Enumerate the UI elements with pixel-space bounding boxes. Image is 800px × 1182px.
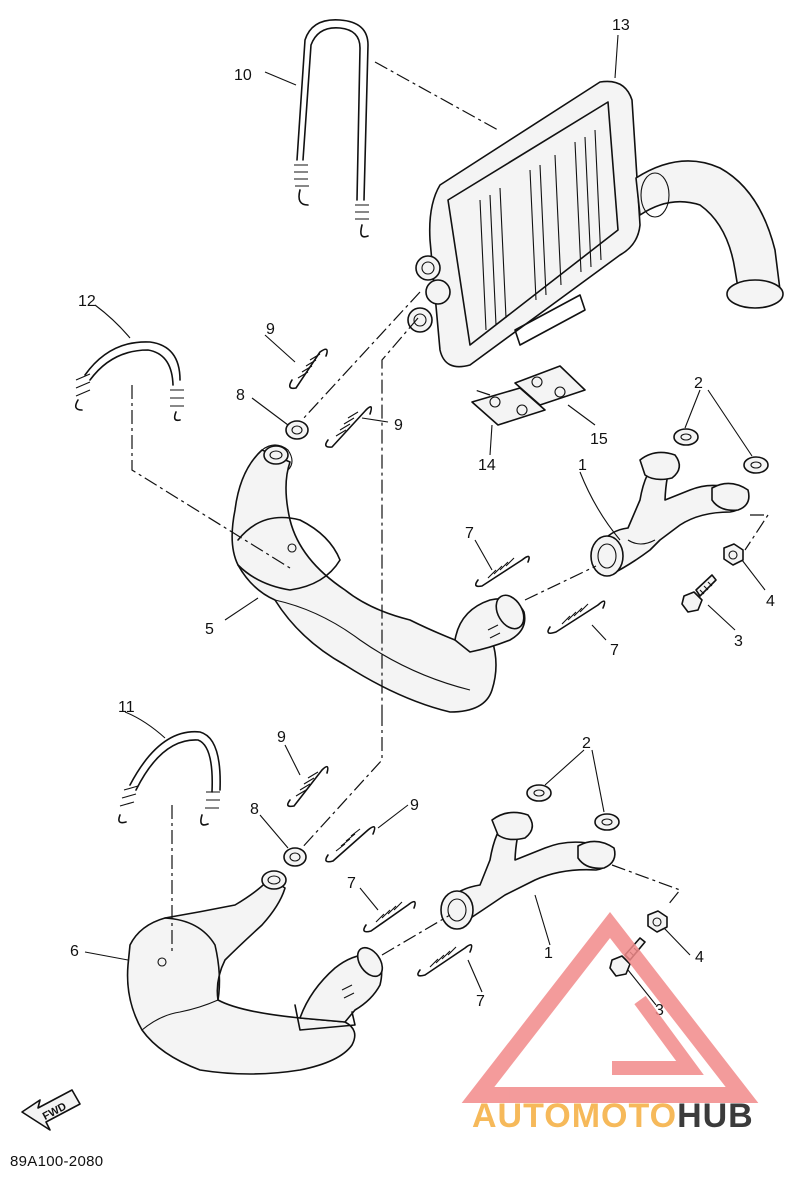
callout-5: 5 bbox=[205, 621, 214, 638]
nut-part-4-lower[interactable] bbox=[647, 910, 668, 933]
callout-9-d: 9 bbox=[410, 797, 419, 814]
callout-3-a: 3 bbox=[734, 633, 743, 650]
callout-14: 14 bbox=[478, 457, 496, 474]
watermark-brand-part1: AUTOMOTO bbox=[472, 1097, 678, 1135]
spring-part-9-upper-b[interactable] bbox=[324, 406, 373, 448]
hanger-spring-part-10[interactable] bbox=[294, 19, 369, 238]
gasket-part-2-lower[interactable] bbox=[526, 784, 620, 831]
bracket-part-14[interactable] bbox=[471, 387, 546, 426]
callout-9-a: 9 bbox=[266, 321, 275, 338]
gasket-part-2-upper[interactable] bbox=[673, 428, 769, 474]
drawing-code: 89A100-2080 bbox=[10, 1153, 104, 1170]
watermark-brand: AUTOMOTOHUB bbox=[472, 1097, 754, 1136]
callout-10: 10 bbox=[234, 67, 252, 84]
leader-lines bbox=[84, 34, 766, 1006]
spring-part-9-lower-a[interactable] bbox=[286, 765, 329, 808]
callout-7-b: 7 bbox=[610, 642, 619, 659]
callout-4-a: 4 bbox=[766, 593, 775, 610]
exhaust-header-part-1-lower[interactable] bbox=[440, 811, 616, 930]
callout-7-d: 7 bbox=[476, 993, 485, 1010]
callout-12: 12 bbox=[78, 293, 96, 310]
spring-part-7-upper-b[interactable] bbox=[547, 600, 606, 634]
exhaust-pipe-part-5[interactable] bbox=[231, 444, 529, 713]
assembly-lines bbox=[131, 61, 770, 956]
callout-4-b: 4 bbox=[695, 949, 704, 966]
callout-8-b: 8 bbox=[250, 801, 259, 818]
hanger-spring-part-12[interactable] bbox=[74, 341, 184, 422]
callout-9-b: 9 bbox=[394, 417, 403, 434]
callout-11: 11 bbox=[118, 699, 135, 716]
nut-part-4-upper[interactable] bbox=[723, 543, 744, 566]
bracket-part-15[interactable] bbox=[514, 365, 586, 406]
callout-15: 15 bbox=[590, 431, 608, 448]
spring-part-9-lower-b[interactable] bbox=[325, 826, 376, 863]
callout-13: 13 bbox=[612, 17, 630, 34]
spring-part-9-upper-a[interactable] bbox=[288, 348, 328, 390]
callout-numbers: 10 12 13 9 8 9 15 14 2 1 7 7 3 4 5 11 9 … bbox=[70, 17, 775, 1019]
callout-6: 6 bbox=[70, 943, 79, 960]
spring-part-7-upper-a[interactable] bbox=[474, 555, 530, 588]
bolt-part-3-upper[interactable] bbox=[681, 574, 717, 613]
muffler-part-13[interactable] bbox=[407, 80, 784, 368]
callout-2-a: 2 bbox=[694, 375, 703, 392]
watermark-brand-part2: HUB bbox=[677, 1097, 754, 1135]
exhaust-header-part-1-upper[interactable] bbox=[590, 451, 750, 577]
gasket-part-8-lower[interactable] bbox=[283, 847, 307, 867]
callout-2-b: 2 bbox=[582, 735, 591, 752]
callout-7-c: 7 bbox=[347, 875, 356, 892]
spring-part-7-lower-a[interactable] bbox=[363, 900, 416, 933]
callout-7-a: 7 bbox=[465, 525, 474, 542]
callout-1-b: 1 bbox=[544, 945, 553, 962]
fwd-arrow-icon: FWD bbox=[21, 1089, 81, 1131]
exhaust-pipe-part-6[interactable] bbox=[126, 870, 388, 1075]
gasket-part-8-upper[interactable] bbox=[285, 420, 309, 440]
callout-9-c: 9 bbox=[277, 729, 286, 746]
hanger-spring-part-11[interactable] bbox=[118, 731, 221, 826]
callout-8-a: 8 bbox=[236, 387, 245, 404]
callout-1-a: 1 bbox=[578, 457, 587, 474]
watermark-logo-icon bbox=[461, 911, 759, 1103]
spring-part-7-lower-b[interactable] bbox=[417, 944, 473, 977]
callout-3-b: 3 bbox=[655, 1002, 664, 1019]
